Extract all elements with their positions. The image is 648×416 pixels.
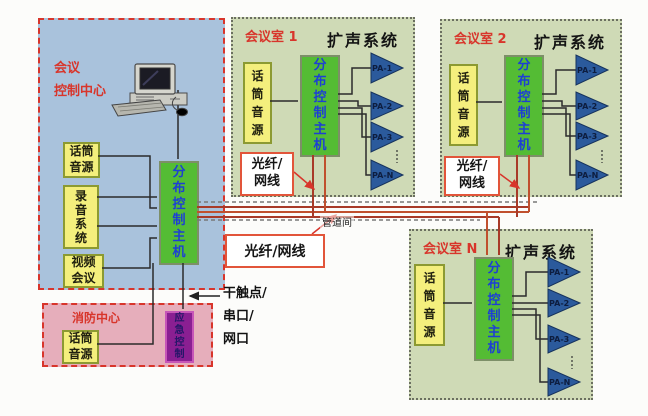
- video-conference-box: 视频 会议: [63, 254, 104, 288]
- pa-label: PA-2: [549, 299, 570, 308]
- room-n-pa-system-label: 扩声系统: [504, 243, 577, 262]
- emergency-control-box: 应 急 控 制: [165, 311, 194, 363]
- control-mic-source-box: 话筒 音源: [63, 142, 100, 178]
- pa-label: PA-1: [549, 268, 570, 277]
- signal-wires: [97, 67, 576, 383]
- room-1-pa-system-label: 扩声系统: [326, 31, 399, 50]
- pa-label: PA-N: [577, 171, 599, 180]
- room-2-title: 会议室 2: [454, 32, 507, 47]
- pa-label: PA-1: [577, 66, 598, 75]
- pa-amplifier-icons: [370, 52, 610, 397]
- recording-system-box: 录 音 系 统: [63, 185, 99, 249]
- pa-label: PA-3: [577, 132, 598, 141]
- room-2-pa-system-label: 扩声系统: [533, 33, 606, 52]
- room-2-fiber-label: 光纤/ 网线: [444, 156, 500, 196]
- pa-label: PA-3: [372, 133, 393, 142]
- fire-center-title: 消防中心: [72, 311, 121, 325]
- pa-label: PA-N: [372, 171, 394, 180]
- fiber-bus-lines: [197, 155, 530, 255]
- riser-fiber-label: 光纤/网线: [225, 234, 325, 268]
- fire-mic-source-box: 话筒 音源: [62, 330, 99, 364]
- control-center-zone: 会议 控制中心 话筒 音源 录 音 系 统 视频 会议 分 布 控 制 主 机: [38, 18, 225, 290]
- pa-label: PA-N: [549, 378, 571, 387]
- trunk-ports-label: 干触点/ 串口/ 网口: [223, 286, 267, 347]
- control-center-title: 会议 控制中心: [54, 61, 107, 99]
- room-1-distributed-host-box: 分 布 控 制 主 机: [300, 55, 340, 157]
- pa-label: PA-1: [372, 64, 393, 73]
- pa-label: PA-2: [372, 102, 393, 111]
- fire-center-zone: 消防中心 话筒 音源 应 急 控 制: [42, 303, 213, 367]
- room-1-title: 会议室 1: [245, 30, 298, 45]
- room-n-title: 会议室 N: [423, 242, 478, 257]
- room-1-mic-source-box: 话 筒 音 源: [243, 62, 272, 144]
- room-n-mic-source-box: 话 筒 音 源: [414, 264, 445, 346]
- duct-room-label: 管道间: [320, 214, 354, 229]
- pa-label: PA-2: [577, 102, 598, 111]
- room-n-distributed-host-box: 分 布 控 制 主 机: [474, 257, 514, 361]
- control-distributed-host-box: 分 布 控 制 主 机: [159, 161, 199, 265]
- computer-icon: [111, 63, 188, 117]
- room-n-zone: 会议室 N 扩声系统 话 筒 音 源 分 布 控 制 主 机: [409, 229, 593, 400]
- room-1-fiber-label: 光纤/ 网线: [240, 152, 294, 196]
- room-2-distributed-host-box: 分 布 控 制 主 机: [504, 55, 544, 157]
- pa-label: PA-3: [549, 335, 570, 344]
- room-2-mic-source-box: 话 筒 音 源: [449, 64, 478, 146]
